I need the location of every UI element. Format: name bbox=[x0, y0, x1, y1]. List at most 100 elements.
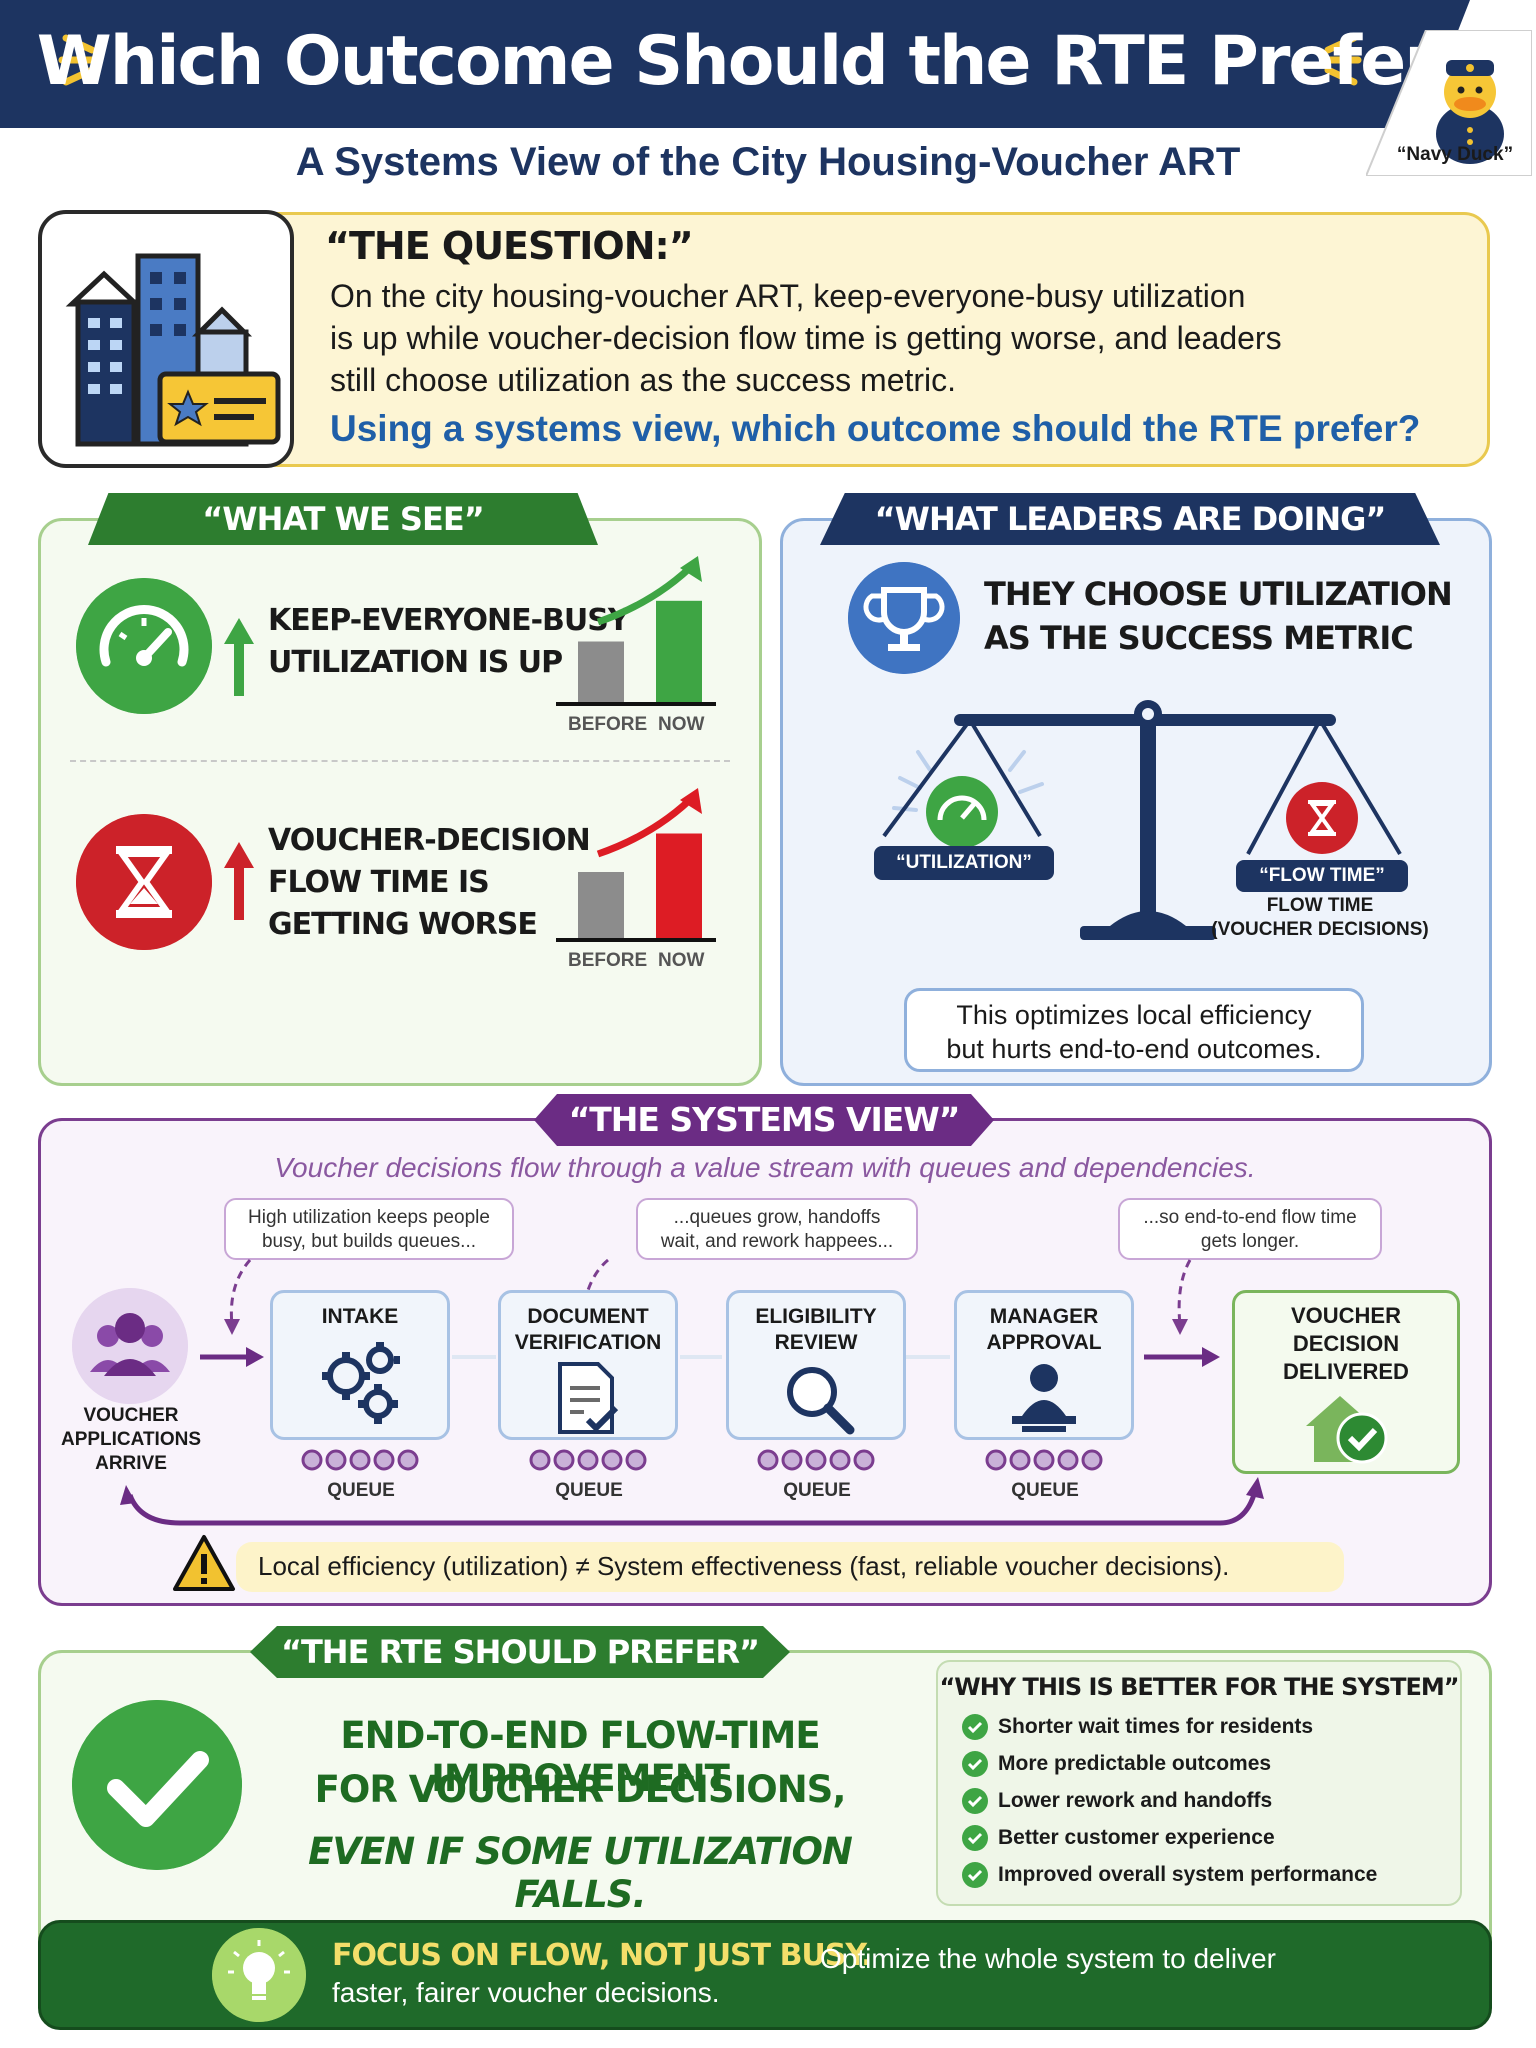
stage-label-line: REVIEW bbox=[774, 1331, 858, 1354]
preference-line-3: EVEN IF SOME UTILIZATION FALLS. bbox=[308, 1830, 853, 1916]
why-item: Shorter wait times for residents bbox=[962, 1714, 1313, 1740]
callout-line: ...queues grow, handoffs bbox=[673, 1207, 881, 1228]
stat-line: UTILIZATION IS UP bbox=[268, 645, 563, 680]
label-line: VOUCHER bbox=[83, 1405, 179, 1426]
why-item-text: Improved overall system performance bbox=[998, 1863, 1378, 1886]
before-bar bbox=[578, 872, 624, 938]
what-we-see-tab: “WHAT WE SEE” bbox=[88, 493, 598, 545]
stat-line: FLOW TIME IS bbox=[268, 865, 490, 900]
question-illustration-frame bbox=[38, 210, 294, 468]
queue-label: QUEUE bbox=[555, 1480, 623, 1501]
now-bar bbox=[656, 833, 702, 938]
question-line: still choose utilization as the success … bbox=[330, 362, 957, 398]
callout-line: gets longer. bbox=[1200, 1231, 1300, 1252]
caption-line: FLOW TIME bbox=[1266, 895, 1374, 916]
callout-line: busy, but builds queues... bbox=[261, 1231, 477, 1252]
queue-label: QUEUE bbox=[327, 1480, 395, 1501]
why-item: Improved overall system performance bbox=[962, 1862, 1377, 1888]
flow-time-bar-chart bbox=[556, 788, 716, 942]
stat-line: KEEP-EVERYONE-BUSY bbox=[268, 603, 630, 638]
utilization-pan-label: “UTILIZATION” bbox=[874, 846, 1054, 880]
systems-view-tab: “THE SYSTEMS VIEW” bbox=[534, 1094, 994, 1146]
why-item-text: More predictable outcomes bbox=[998, 1752, 1272, 1775]
what-leaders-are-doing-tab: “WHAT LEADERS ARE DOING” bbox=[820, 493, 1440, 545]
stage-label-line: APPROVAL bbox=[986, 1331, 1102, 1354]
arrow-up-red-icon bbox=[224, 842, 254, 920]
queue-dots bbox=[985, 1449, 1103, 1471]
why-better-box bbox=[936, 1660, 1462, 1906]
callout-flow-time: ...so end-to-end flow time gets longer. bbox=[1118, 1198, 1382, 1260]
question-panel bbox=[250, 212, 1490, 467]
callout-line: wait, and rework happees... bbox=[660, 1231, 894, 1252]
stage-label-line: ELIGIBILITY bbox=[755, 1305, 877, 1328]
gauge-icon bbox=[76, 578, 212, 714]
page-subtitle: A Systems View of the City Housing-Vouch… bbox=[295, 140, 1241, 184]
leaders-line: THEY CHOOSE UTILIZATION bbox=[984, 575, 1453, 613]
label-line: VOUCHER bbox=[1290, 1303, 1401, 1328]
question-line: is up while voucher-decision flow time i… bbox=[330, 320, 1282, 356]
check-icon bbox=[962, 1751, 988, 1777]
utilization-up-text: KEEP-EVERYONE-BUSY UTILIZATION IS UP bbox=[268, 600, 630, 684]
why-item: Better customer experience bbox=[962, 1825, 1275, 1851]
warning-banner bbox=[236, 1542, 1344, 1592]
manager-stamp-icon bbox=[1012, 1364, 1076, 1432]
check-icon bbox=[962, 1825, 988, 1851]
queue-dots bbox=[757, 1449, 875, 1471]
leaders-statement: THEY CHOOSE UTILIZATION AS THE SUCCESS M… bbox=[984, 572, 1453, 660]
header-banner bbox=[0, 0, 1470, 128]
check-icon bbox=[962, 1714, 988, 1740]
check-circle-icon bbox=[72, 1700, 242, 1870]
stat-line: GETTING WORSE bbox=[268, 907, 538, 942]
question-ask: Using a systems view, which outcome shou… bbox=[330, 408, 1421, 449]
note-line: but hurts end-to-end outcomes. bbox=[946, 1034, 1322, 1064]
people-group-icon bbox=[72, 1288, 188, 1404]
callout-line: High utilization keeps people bbox=[248, 1207, 490, 1228]
before-label: BEFORE bbox=[568, 714, 648, 735]
why-item-text: Lower rework and handoffs bbox=[998, 1789, 1273, 1812]
stage-label-line: DOCUMENT bbox=[527, 1305, 649, 1328]
delivered-label: VOUCHER DECISION DELIVERED bbox=[1232, 1302, 1460, 1386]
check-icon bbox=[962, 1862, 988, 1888]
flow-time-worse-text: VOUCHER-DECISION FLOW TIME IS GETTING WO… bbox=[268, 820, 591, 946]
focus-text: Optimize the whole system to deliver bbox=[820, 1943, 1276, 1974]
warning-icon bbox=[173, 1535, 235, 1591]
preference-line-1: END-TO-END FLOW-TIME IMPROVEMENT bbox=[340, 1714, 820, 1800]
stat-line: VOUCHER-DECISION bbox=[268, 823, 591, 858]
stage-label-line: VERIFICATION bbox=[514, 1331, 662, 1354]
systems-intro: Voucher decisions flow through a value s… bbox=[274, 1152, 1256, 1183]
why-item-text: Better customer experience bbox=[998, 1826, 1275, 1849]
label-line: DECISION bbox=[1292, 1331, 1400, 1356]
caption-line: (VOUCHER DECISIONS) bbox=[1211, 919, 1429, 940]
before-label: BEFORE bbox=[568, 950, 648, 971]
utilization-bar-chart bbox=[556, 556, 716, 706]
leaders-line: AS THE SUCCESS METRIC bbox=[984, 619, 1414, 657]
why-better-title: “WHY THIS IS BETTER FOR THE SYSTEM” bbox=[939, 1673, 1459, 1701]
label-line: ARRIVE bbox=[95, 1453, 167, 1474]
note-line: This optimizes local efficiency bbox=[956, 1000, 1312, 1030]
label-line: DELIVERED bbox=[1283, 1359, 1409, 1384]
balance-scale-icon bbox=[882, 700, 1402, 940]
stage-label-line: INTAKE bbox=[321, 1305, 399, 1328]
document-check-icon bbox=[558, 1362, 619, 1434]
queue-dots bbox=[529, 1449, 647, 1471]
before-bar bbox=[578, 641, 624, 702]
city-buildings-voucher-icon bbox=[65, 253, 281, 447]
leaders-note: This optimizes local efficiency but hurt… bbox=[904, 988, 1364, 1072]
magnifying-glass-icon bbox=[787, 1367, 855, 1435]
rte-should-prefer-tab: “THE RTE SHOULD PREFER” bbox=[250, 1626, 790, 1678]
sparkle-left-icon bbox=[58, 34, 100, 86]
now-label: NOW bbox=[658, 950, 705, 971]
focus-text-line-2: faster, fairer voucher decisions. bbox=[332, 1977, 720, 2008]
question-line: On the city housing-voucher ART, keep-ev… bbox=[330, 278, 1246, 314]
warning-text: Local efficiency (utilization) ≠ System … bbox=[258, 1551, 1230, 1581]
sparkle-right-icon bbox=[1320, 34, 1362, 86]
page-title: Which Outcome Should the RTE Prefer? bbox=[36, 22, 1475, 101]
applications-arrive-label: VOUCHER APPLICATIONS ARRIVE bbox=[50, 1404, 212, 1476]
question-title: “THE QUESTION:” bbox=[325, 224, 694, 268]
preference-line-2: FOR VOUCHER DECISIONS, bbox=[314, 1768, 847, 1811]
why-item: More predictable outcomes bbox=[962, 1751, 1271, 1777]
lightbulb-icon bbox=[212, 1928, 306, 2022]
stage-label: DOCUMENT VERIFICATION bbox=[498, 1304, 678, 1356]
queue-dots bbox=[301, 1449, 419, 1471]
stage-label-line: MANAGER bbox=[989, 1305, 1099, 1328]
